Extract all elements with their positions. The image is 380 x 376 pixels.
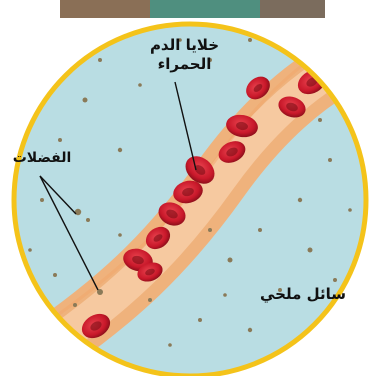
red-blood-cells-label-line2: الحمراء — [122, 55, 247, 74]
red-blood-cells-label: خلايا الدم الحمراء — [122, 36, 247, 74]
top-photo-strip — [60, 0, 325, 18]
saline-fluid-label: سائل ملحي — [248, 285, 358, 304]
waste-label: الفضلات — [6, 150, 78, 168]
red-blood-cells-label-line1: خلايا الدم — [122, 36, 247, 55]
